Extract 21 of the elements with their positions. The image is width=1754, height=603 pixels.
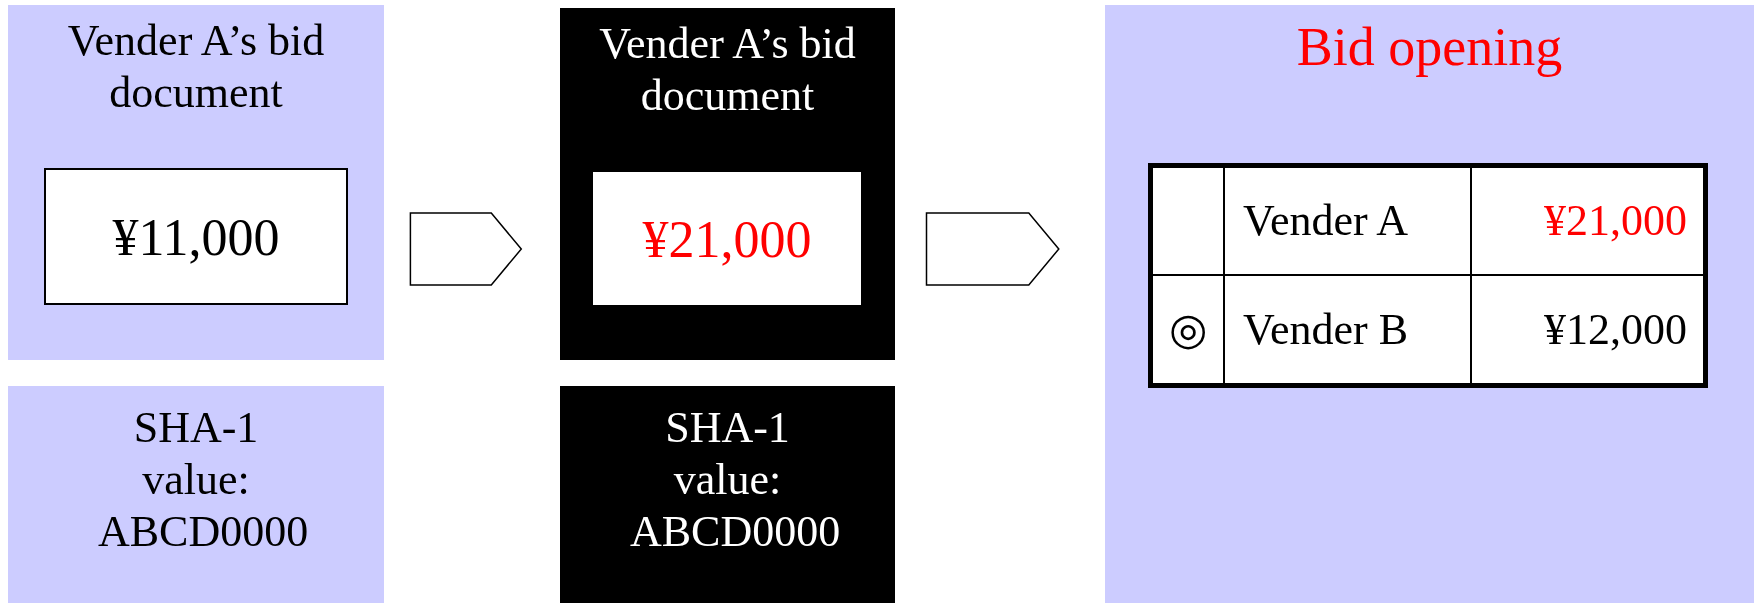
price-box <box>44 168 348 305</box>
panel-text: Vender A’s bid document <box>598 18 857 122</box>
bid-amount: ¥21,000 <box>1544 196 1687 246</box>
hash-panel <box>8 386 384 603</box>
price-text: ¥21,000 <box>641 209 813 269</box>
vendor-name: Vender B <box>1243 304 1409 354</box>
bid-opening-panel <box>1105 5 1754 603</box>
pentagon-arrow <box>925 212 1060 286</box>
panel-text: Vender A’s bid document <box>66 15 326 119</box>
heading: Bid opening <box>1295 16 1564 79</box>
document-panel <box>8 5 384 360</box>
price-box <box>593 172 861 305</box>
hash-panel <box>560 386 895 603</box>
panel-text: SHA-1 value: ABCD0000 <box>97 402 310 558</box>
vendor-name: Vender A <box>1243 196 1409 246</box>
pentagon-arrow <box>409 212 523 286</box>
bid-amount: ¥12,000 <box>1544 304 1687 354</box>
winner-mark: ◎ <box>1169 305 1208 355</box>
panel-text: SHA-1 value: ABCD0000 <box>629 402 842 558</box>
document-panel <box>560 8 895 360</box>
price-text: ¥11,000 <box>111 207 281 267</box>
